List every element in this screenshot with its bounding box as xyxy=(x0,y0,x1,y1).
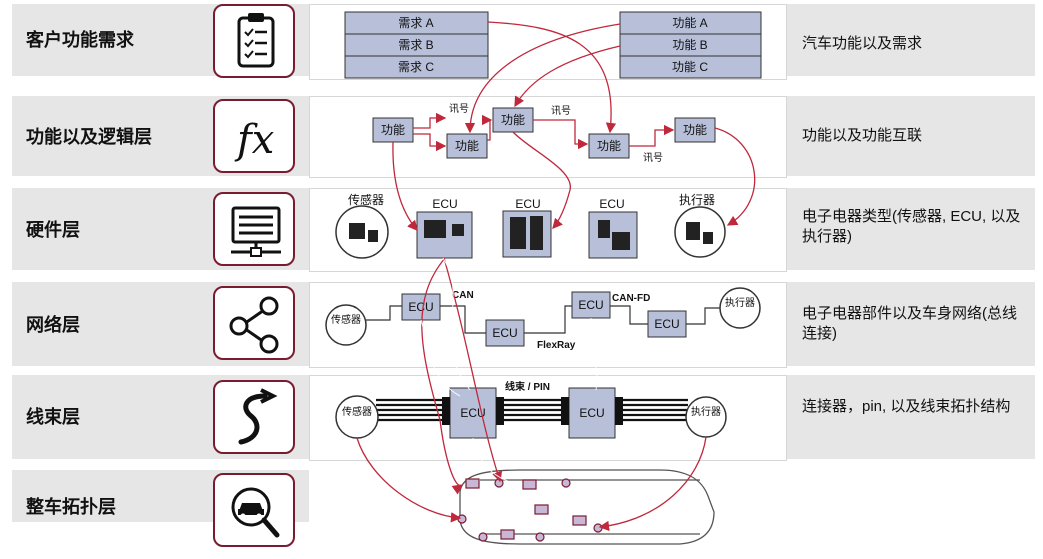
layer-desc-function: 功能以及功能互联 xyxy=(802,127,923,144)
hardware-actuator: 执行器 xyxy=(674,193,726,258)
svg-text:传感器: 传感器 xyxy=(342,405,372,418)
svg-text:ECU: ECU xyxy=(599,197,624,211)
vehicle-components xyxy=(457,478,603,542)
harness-ecu-2: ECU xyxy=(561,387,623,439)
function-node-5: 功能 xyxy=(674,117,716,143)
harness-sensor: 传感器 xyxy=(335,395,379,439)
svg-text:ECU: ECU xyxy=(515,197,540,211)
layer-label-function: 功能以及逻辑层 xyxy=(26,127,152,147)
requirement-b: 需求 B xyxy=(398,38,433,52)
svg-text:传感器: 传感器 xyxy=(331,313,361,326)
network-sensor: 传感器 xyxy=(325,304,367,346)
svg-text:ECU: ECU xyxy=(654,317,679,331)
hardware-ecu-3: ECU xyxy=(588,197,638,259)
clipboard-icon xyxy=(213,4,295,78)
function-node-1: 功能 xyxy=(372,117,414,143)
svg-text:功能: 功能 xyxy=(501,113,525,127)
svg-text:ECU: ECU xyxy=(492,326,517,340)
svg-text:功能: 功能 xyxy=(381,123,405,137)
svg-text:ECU: ECU xyxy=(460,406,485,420)
feature-b: 功能 B xyxy=(672,38,707,52)
function-node-2: 功能 xyxy=(446,133,488,159)
svg-text:ECU: ECU xyxy=(579,406,604,420)
hardware-ecu-2: ECU xyxy=(502,197,552,258)
svg-text:ECU: ECU xyxy=(578,298,603,312)
network-ecu-4: ECU xyxy=(647,310,687,338)
hardware-sensor: 传感器 xyxy=(335,192,389,259)
harness-wires xyxy=(376,398,688,422)
can-label: CAN xyxy=(452,290,474,301)
vehicle-search-icon xyxy=(213,473,295,547)
svg-text:功能: 功能 xyxy=(597,139,621,153)
panel-network xyxy=(309,282,787,368)
function-node-3: 功能 xyxy=(492,107,534,133)
layer-desc-network: 电子电器部件以及车身网络(总线连接) xyxy=(802,305,1017,342)
network-share-icon xyxy=(213,286,295,360)
layer-desc-customer: 汽车功能以及需求 xyxy=(802,35,923,52)
layer-label-vehicle: 整车拓扑层 xyxy=(26,497,116,517)
function-fx-icon: fx xyxy=(213,99,295,173)
layer-desc-hardware: 电子电器类型(传感器, ECU, 以及执行器) xyxy=(802,208,1021,245)
network-ecu-2: ECU xyxy=(485,319,525,347)
svg-text:ECU: ECU xyxy=(408,300,433,314)
flexray-label: FlexRay xyxy=(537,340,576,351)
features-table: 功能 A 功能 B 功能 C xyxy=(619,11,762,79)
svg-text:功能: 功能 xyxy=(455,139,479,153)
requirements-table: 需求 A 需求 B 需求 C xyxy=(344,11,489,79)
svg-text:功能: 功能 xyxy=(683,123,707,137)
network-actuator: 执行器 xyxy=(719,287,761,329)
feature-c: 功能 C xyxy=(672,60,708,74)
layer-label-network: 网络层 xyxy=(26,315,80,335)
svg-text:传感器: 传感器 xyxy=(348,192,384,207)
requirement-a: 需求 A xyxy=(398,16,433,30)
signal-label-1: 讯号 xyxy=(449,103,469,115)
harness-wire-icon xyxy=(213,380,295,454)
svg-text:执行器: 执行器 xyxy=(691,405,721,418)
svg-text:ECU: ECU xyxy=(432,197,457,211)
hardware-ecu-1: ECU xyxy=(416,197,473,259)
function-node-4: 功能 xyxy=(588,133,630,159)
wire-pin-label: 线束 / PIN xyxy=(505,380,550,393)
harness-ecu-1: ECU xyxy=(442,387,504,439)
requirement-c: 需求 C xyxy=(398,60,434,74)
hardware-computer-icon xyxy=(213,192,295,266)
network-ecu-1: ECU xyxy=(401,293,441,321)
svg-text:执行器: 执行器 xyxy=(679,193,715,207)
svg-text:执行器: 执行器 xyxy=(725,296,755,309)
canfd-label: CAN-FD xyxy=(612,293,650,304)
layer-label-customer: 客户功能需求 xyxy=(26,30,134,50)
harness-actuator: 执行器 xyxy=(685,396,727,438)
layer-label-harness: 线束层 xyxy=(26,407,80,427)
feature-a: 功能 A xyxy=(672,16,707,30)
signal-label-2: 讯号 xyxy=(551,105,571,117)
signal-label-3: 讯号 xyxy=(643,152,663,164)
svg-text:fx: fx xyxy=(234,117,274,163)
network-ecu-3: ECU xyxy=(571,291,611,319)
layer-label-hardware: 硬件层 xyxy=(26,220,80,240)
layer-desc-harness: 连接器，pin, 以及线束拓扑结构 xyxy=(802,398,1011,415)
